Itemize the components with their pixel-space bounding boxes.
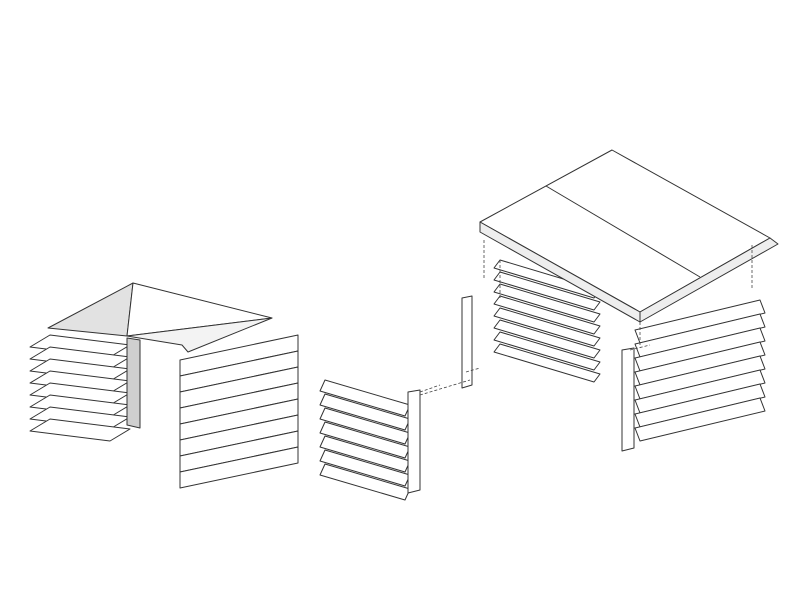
louver-slat	[319, 407, 411, 445]
louver-slat	[634, 397, 766, 442]
right-louver-panel	[179, 334, 299, 489]
louver-slat	[634, 355, 766, 400]
corner-post	[126, 337, 141, 429]
louver-slat	[493, 307, 601, 347]
louver-slat	[493, 331, 601, 371]
front-post	[407, 389, 421, 494]
louver-slat	[319, 463, 411, 501]
front-louver-panel	[319, 379, 411, 501]
louver-slat	[493, 271, 601, 311]
louver-slat	[634, 299, 766, 344]
side-louver-panel	[634, 299, 766, 442]
pitched-roof-exploded	[479, 149, 779, 323]
louver-slat	[493, 283, 601, 323]
louver-slat	[29, 418, 131, 442]
louver-slat	[493, 319, 601, 359]
louver-slat	[634, 369, 766, 414]
louver-slat	[634, 327, 766, 372]
left-louver-panel	[29, 334, 131, 442]
side-post	[621, 347, 635, 452]
louver-slat	[634, 313, 766, 358]
pitched-roof	[47, 282, 273, 353]
assembly-guide-lines	[419, 240, 753, 396]
exploded-louver-enclosure	[319, 149, 779, 501]
louver-slat	[319, 449, 411, 487]
louver-slat	[634, 341, 766, 386]
louver-slat	[319, 379, 411, 417]
louver-slat	[319, 393, 411, 431]
louver-slat	[493, 295, 601, 335]
back-post	[461, 295, 473, 389]
louver-slat	[319, 435, 411, 473]
louver-slat	[319, 421, 411, 459]
louver-slat	[634, 383, 766, 428]
assembled-louver-enclosure	[29, 282, 299, 489]
back-louver-panel	[493, 259, 601, 383]
louver-slat	[493, 343, 601, 383]
louver-slat	[179, 446, 299, 489]
